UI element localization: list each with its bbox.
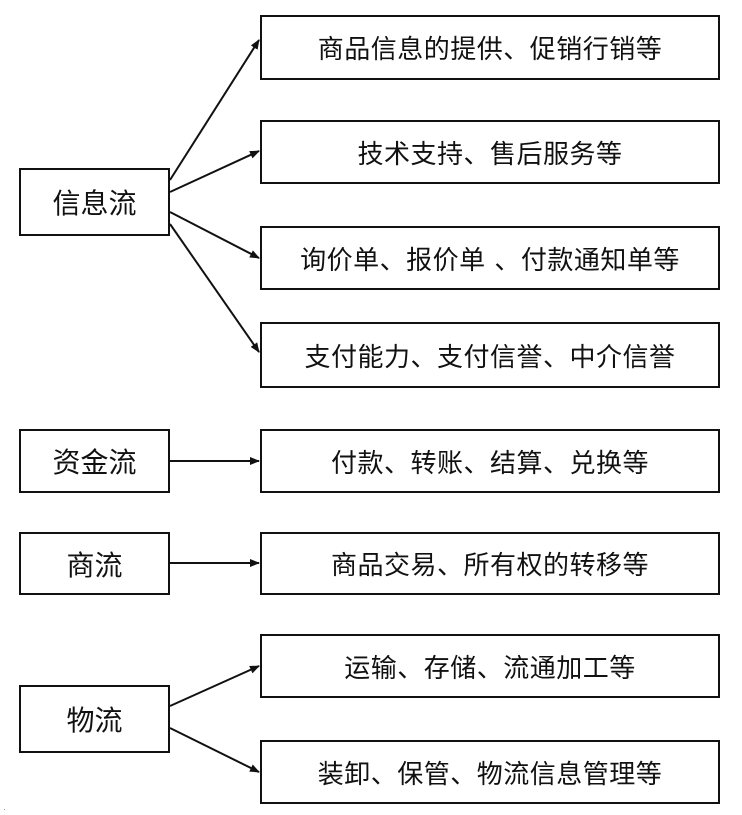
- arrow-info-3: [169, 211, 260, 259]
- target-info-3: 询价单、报价单 、付款通知单等: [260, 226, 720, 290]
- target-info-4: 支付能力、支付信誉、中介信誉: [260, 322, 720, 388]
- target-info-2: 技术支持、售后服务等: [260, 120, 720, 184]
- source-capital-flow: 资金流: [19, 429, 170, 493]
- source-logistics-flow: 物流: [19, 685, 170, 753]
- target-logistics-2: 装卸、保管、物流信息管理等: [260, 740, 720, 804]
- source-info-flow: 信息流: [19, 168, 170, 236]
- arrow-logistics-1: [169, 665, 260, 707]
- target-capital-1: 付款、转账、结算、兑换等: [260, 429, 720, 493]
- target-commerce-1: 商品交易、所有权的转移等: [260, 532, 720, 595]
- target-logistics-1: 运输、存储、流通加工等: [260, 634, 720, 698]
- arrow-info-1: [169, 39, 260, 181]
- source-commerce-flow: 商流: [19, 532, 170, 595]
- arrow-logistics-2: [169, 727, 260, 773]
- stray-dot: [4, 809, 5, 810]
- arrow-info-2: [169, 150, 260, 193]
- target-info-1: 商品信息的提供、促销行销等: [260, 15, 720, 80]
- arrow-info-4: [169, 223, 260, 353]
